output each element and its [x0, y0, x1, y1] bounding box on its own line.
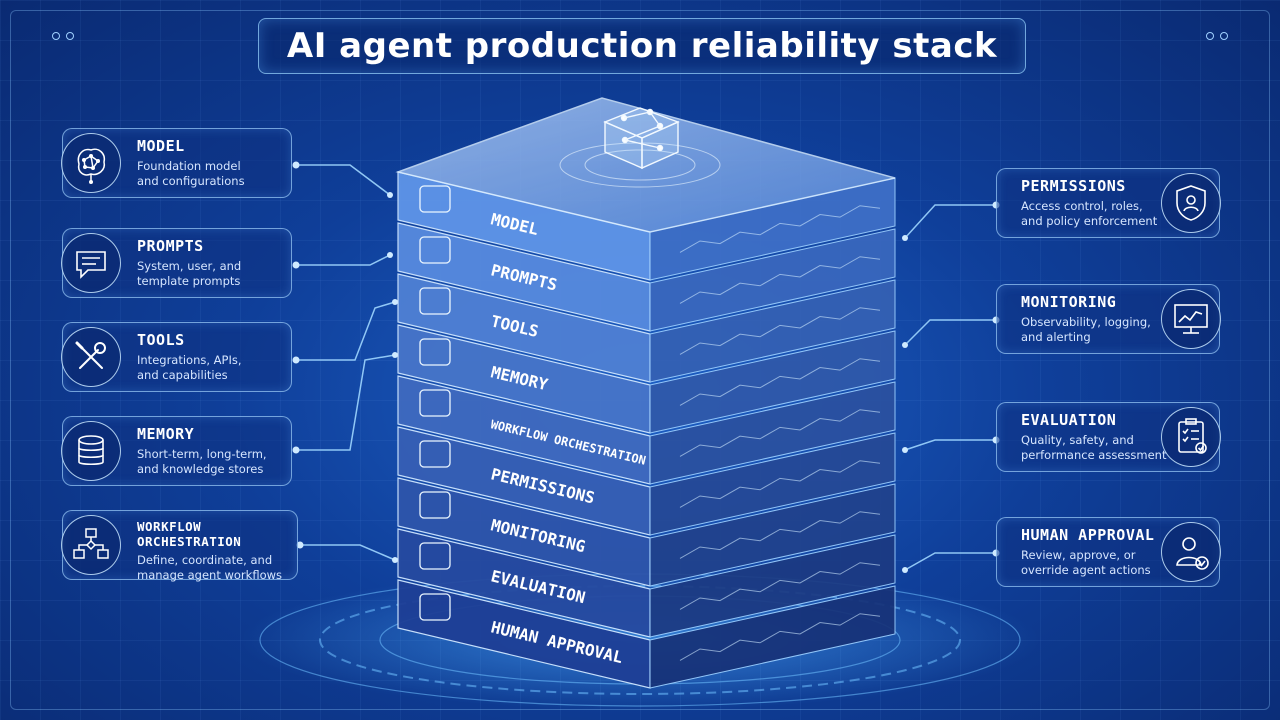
card-workflow-desc-2: manage agent workflows	[137, 568, 282, 582]
card-permissions-heading: PERMISSIONS	[1021, 177, 1126, 195]
card-permissions-desc-1: Access control, roles,	[1021, 199, 1143, 213]
card-monitoring-heading: MONITORING	[1021, 293, 1117, 311]
card-memory-desc-1: Short-term, long-term,	[137, 447, 267, 461]
card-workflow-heading: WORKFLOW ORCHESTRATION	[137, 519, 242, 549]
card-prompts-desc-1: System, user, and	[137, 259, 242, 273]
card-permissions-desc-2: and policy enforcement	[1021, 214, 1158, 228]
stack-layer-icon-9	[419, 593, 451, 621]
stack-layer-icon-7	[419, 491, 451, 519]
card-memory-heading: MEMORY	[137, 425, 195, 443]
stack-layer-side-9	[649, 585, 896, 689]
card-evaluation: EVALUATION Quality, safety, and performa…	[996, 402, 1221, 472]
stack-layer-side-4	[649, 330, 896, 434]
card-monitoring: MONITORING Observability, logging, and a…	[996, 284, 1221, 354]
stack-layer-icon-6	[419, 440, 451, 468]
card-model: MODEL Foundation model and configuration…	[61, 128, 292, 198]
card-tools-desc-2: and capabilities	[137, 368, 228, 382]
card-model-desc-2: and configurations	[137, 174, 245, 188]
card-human-approval-heading: HUMAN APPROVAL	[1021, 526, 1155, 544]
stack-layer-icon-2	[419, 236, 451, 264]
stack-layer-side-pattern-1	[679, 205, 881, 253]
card-prompts-desc-2: template prompts	[137, 274, 241, 288]
stack-layer-side-pattern-8	[679, 562, 881, 610]
stack-layer-side-5	[649, 381, 896, 485]
wrench-screwdriver-icon	[61, 327, 121, 387]
corner-dots-right	[1206, 32, 1228, 40]
stack-layer-side-pattern-2	[679, 256, 881, 304]
card-human-approval-desc-2: override agent actions	[1021, 563, 1151, 577]
card-human-approval-desc-1: Review, approve, or	[1021, 548, 1136, 562]
card-tools-heading: TOOLS	[137, 331, 185, 349]
shield-user-icon	[1161, 173, 1221, 233]
stack-layer-icon-3	[419, 287, 451, 315]
card-monitoring-desc-1: Observability, logging,	[1021, 315, 1151, 329]
stack-layer-side-pattern-4	[679, 358, 881, 406]
card-human-approval: HUMAN APPROVAL Review, approve, or overr…	[996, 517, 1221, 587]
stack-layer-side-pattern-7	[679, 511, 881, 559]
card-model-heading: MODEL	[137, 137, 185, 155]
stack-layer-side-7	[649, 483, 896, 587]
brain-network-icon	[61, 133, 121, 193]
top-brain-cube-icon	[603, 107, 680, 170]
stack-layer-side-3	[649, 279, 896, 383]
user-check-icon	[1161, 522, 1221, 582]
card-monitoring-desc-2: and alerting	[1021, 330, 1091, 344]
card-permissions: PERMISSIONS Access control, roles, and p…	[996, 168, 1221, 238]
stack-layer-side-pattern-5	[679, 409, 881, 457]
stack-layer-side-8	[649, 534, 896, 638]
chat-bubble-icon	[61, 233, 121, 293]
card-workflow-desc-1: Define, coordinate, and	[137, 553, 273, 567]
stack-layer-icon-5	[419, 389, 451, 417]
card-prompts: PROMPTS System, user, and template promp…	[61, 228, 292, 298]
database-icon	[61, 421, 121, 481]
stack-layer-icon-1	[419, 185, 451, 213]
card-workflow-orchestration: WORKFLOW ORCHESTRATION Define, coordinat…	[61, 510, 298, 582]
stack-layer-side-6	[649, 432, 896, 536]
flowchart-icon	[61, 515, 121, 575]
corner-dots-left	[52, 32, 74, 40]
stack-layer-icon-4	[419, 338, 451, 366]
stack-layer-side-pattern-6	[679, 460, 881, 508]
title-box: AI agent production reliability stack	[258, 18, 1026, 74]
page-title: AI agent production reliability stack	[286, 26, 998, 66]
card-prompts-heading: PROMPTS	[137, 237, 204, 255]
stack-layer-side-2	[649, 228, 896, 332]
stack-layer-side-pattern-3	[679, 307, 881, 355]
card-evaluation-heading: EVALUATION	[1021, 411, 1117, 429]
stack-layer-icon-8	[419, 542, 451, 570]
card-memory: MEMORY Short-term, long-term, and knowle…	[61, 416, 292, 486]
card-model-desc-1: Foundation model	[137, 159, 241, 173]
card-tools: TOOLS Integrations, APIs, and capabiliti…	[61, 322, 292, 392]
card-tools-desc-1: Integrations, APIs,	[137, 353, 242, 367]
card-memory-desc-2: and knowledge stores	[137, 462, 264, 476]
stack-layer-side-pattern-9	[679, 613, 881, 661]
clipboard-check-icon	[1161, 407, 1221, 467]
card-evaluation-desc-1: Quality, safety, and	[1021, 433, 1134, 447]
card-evaluation-desc-2: performance assessment	[1021, 448, 1167, 462]
monitor-chart-icon	[1161, 289, 1221, 349]
